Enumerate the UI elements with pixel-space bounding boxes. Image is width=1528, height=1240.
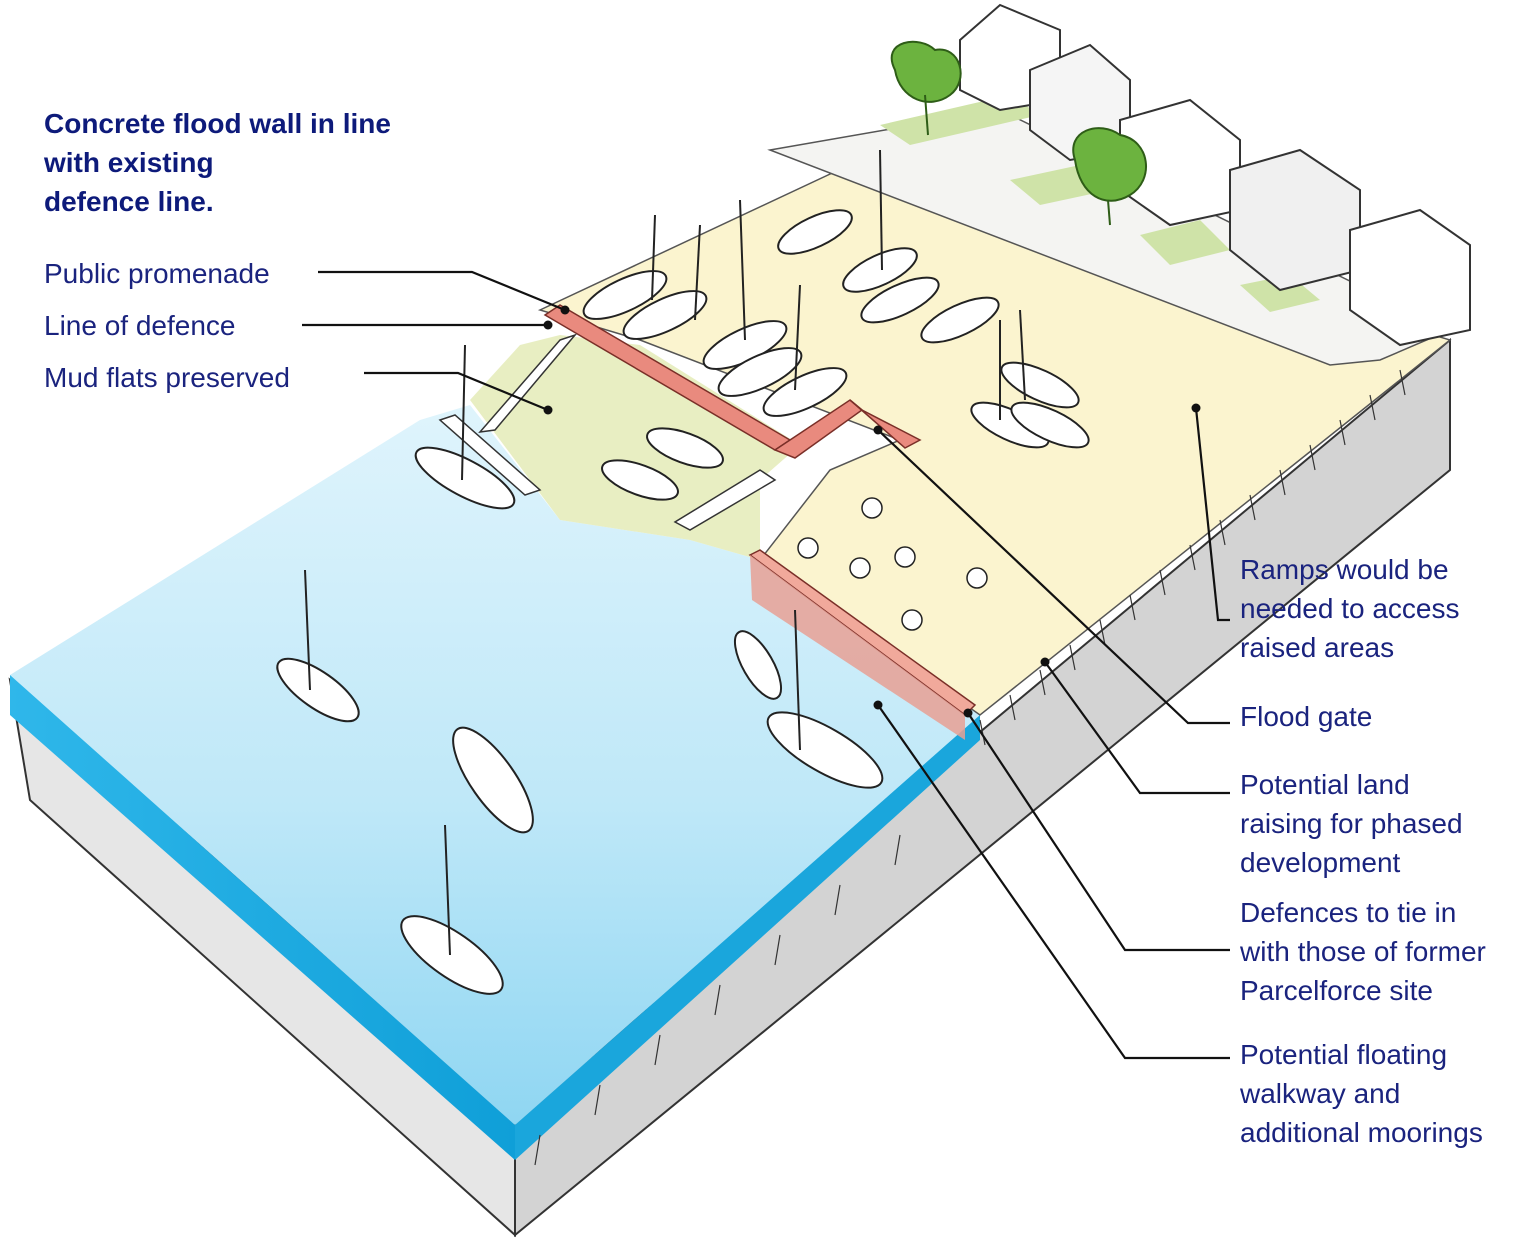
flood-wall: [543, 304, 922, 459]
label-defences-tie: Defences to tie in with those of former …: [1240, 897, 1486, 1006]
label-line-of-defence: Line of defence: [44, 310, 236, 341]
water-edge: [10, 675, 515, 1160]
raised-wall-face: [750, 555, 965, 740]
leader-public-promenade: [318, 270, 566, 312]
leader-dots: [543, 305, 1201, 718]
boats: [276, 209, 1090, 995]
leader-floating-walkway: [877, 704, 1230, 1060]
label-ramps: Ramps would be needed to access raised a…: [1240, 554, 1460, 663]
leader-lines: [302, 270, 1230, 1060]
heading: Concrete flood wall in line with existin…: [44, 104, 391, 221]
leader-land-raising: [1044, 661, 1230, 795]
label-mud-flats: Mud flats preserved: [44, 362, 290, 393]
buildings: [959, 3, 1471, 347]
label-land-raising: Potential land raising for phased develo…: [1240, 769, 1463, 878]
heading-line-2: with existing: [44, 147, 214, 178]
water-edge-right: [515, 715, 980, 1160]
heading-line-1: Concrete flood wall in line: [44, 108, 391, 139]
masts: [304, 149, 1026, 956]
heading-line-3: defence line.: [44, 186, 214, 217]
label-public-promenade: Public promenade: [44, 258, 270, 289]
label-floating-walkway: Potential floating walkway and additiona…: [1240, 1039, 1483, 1148]
leader-defences-tie: [967, 712, 1230, 952]
leader-ramps: [1194, 407, 1230, 622]
label-flood-gate: Flood gate: [1240, 701, 1373, 732]
ground-hatching: [534, 369, 1406, 1166]
leader-flood-gate: [877, 429, 1230, 725]
grass-verge-3: [1140, 220, 1230, 265]
cafe-tables: [797, 497, 988, 631]
trees: [890, 40, 1147, 226]
leader-mud-flats: [364, 371, 549, 412]
jetties: [438, 333, 777, 531]
ground-block-right-side: [514, 337, 1451, 1238]
